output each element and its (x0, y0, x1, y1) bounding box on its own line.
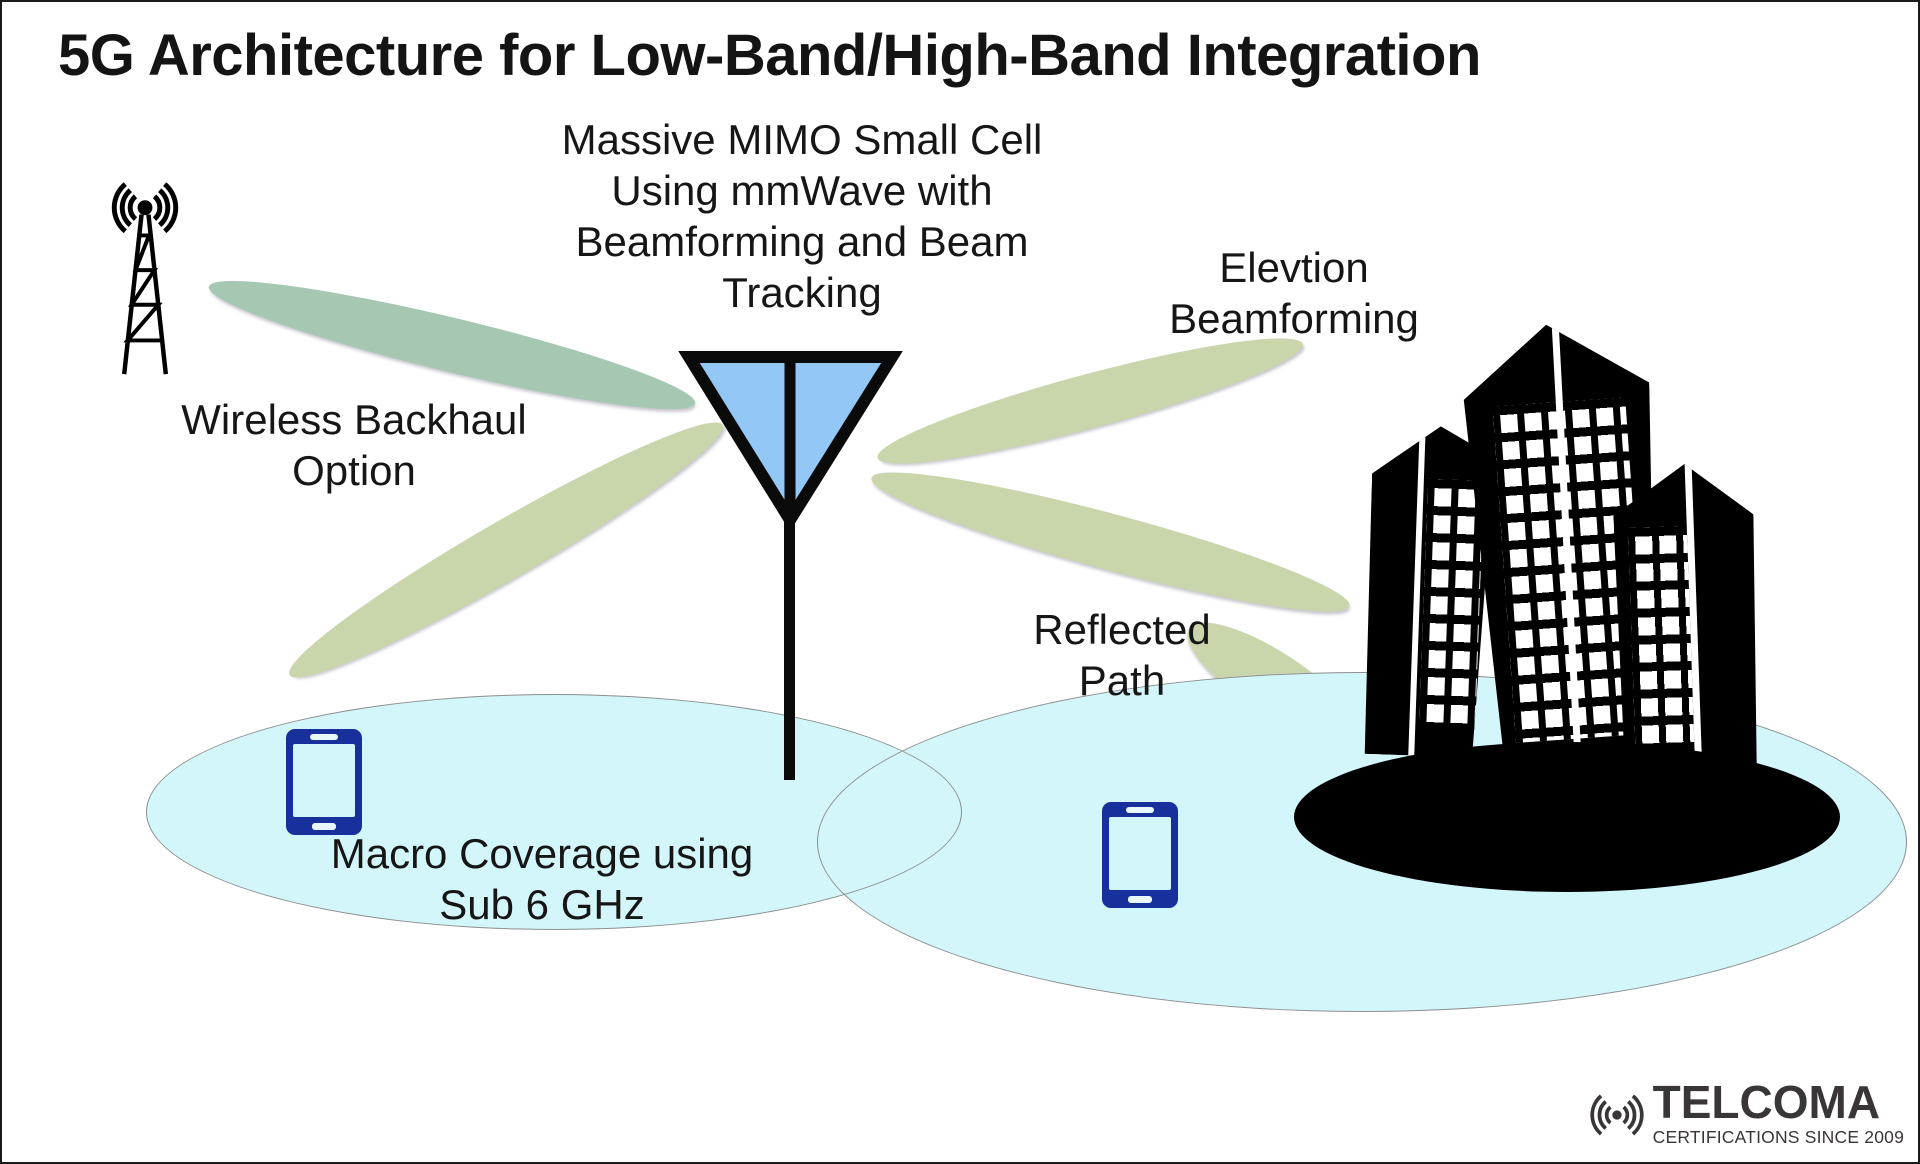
telcoma-logo: TELCOMA CERTIFICATIONS SINCE 2009 (1586, 1076, 1904, 1148)
smartphone-icon-highband (1102, 802, 1178, 908)
label-reflected-path: Reflected Path (1033, 606, 1211, 704)
label-small-cell: Massive MIMO Small Cell Using mmWave wit… (561, 116, 1043, 316)
smartphone-icon-macro (286, 729, 362, 835)
telcoma-signal-icon (1590, 1094, 1644, 1136)
logo-tagline: CERTIFICATIONS SINCE 2009 (1652, 1127, 1904, 1147)
small-cell-pole (784, 354, 795, 780)
label-wireless-backhaul: Wireless Backhaul Option (181, 396, 527, 494)
page-title: 5G Architecture for Low-Band/High-Band I… (58, 23, 1481, 88)
highband-coverage-outline (817, 672, 1907, 1012)
building-right (1612, 462, 1763, 777)
label-macro-coverage: Macro Coverage using Sub 6 GHz (330, 830, 754, 928)
small-cell-antenna-icon (678, 351, 903, 532)
radio-tower-icon (111, 182, 179, 375)
city-ground-mound (1294, 742, 1840, 892)
label-elevation-beamforming: Elevtion Beamforming (1169, 244, 1419, 342)
logo-name: TELCOMA (1652, 1076, 1881, 1129)
